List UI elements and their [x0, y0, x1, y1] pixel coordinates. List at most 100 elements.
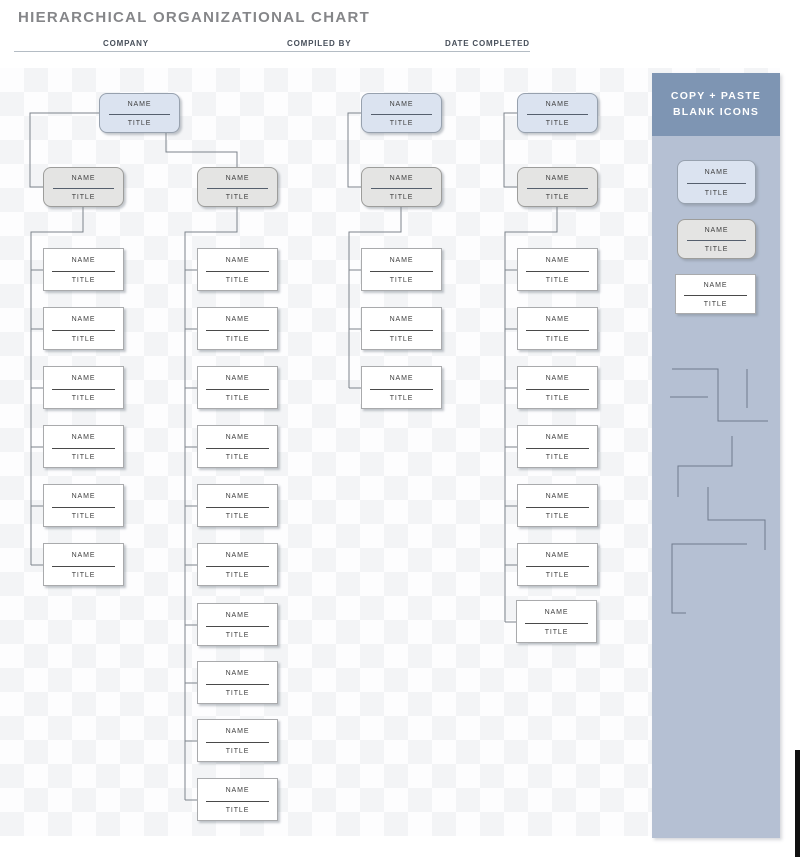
node-divider — [687, 183, 746, 185]
node-title-label: TITLE — [71, 395, 96, 403]
org-node-white[interactable]: NAME TITLE — [197, 366, 278, 409]
node-title-label: TITLE — [389, 120, 414, 127]
node-divider — [526, 447, 589, 449]
node-name-label: NAME — [545, 256, 570, 264]
node-title-label: TITLE — [703, 301, 728, 308]
company-field-label: COMPANY — [103, 39, 149, 48]
node-divider — [206, 388, 269, 390]
node-name-label: NAME — [127, 101, 152, 108]
node-name-label: NAME — [225, 551, 250, 559]
node-title-label: TITLE — [225, 395, 250, 403]
node-title-label: TITLE — [127, 120, 152, 127]
node-name-label: NAME — [545, 101, 570, 108]
node-title-label: TITLE — [71, 513, 96, 521]
node-divider — [206, 506, 269, 508]
node-name-label: NAME — [389, 315, 414, 323]
node-divider — [370, 329, 433, 331]
node-divider — [526, 270, 589, 272]
node-title-label: TITLE — [225, 748, 250, 756]
sidebar-header-line1: COPY + PASTE — [670, 90, 762, 103]
node-name-label: NAME — [71, 256, 96, 264]
node-title-label: TITLE — [225, 194, 250, 201]
node-title-label: TITLE — [389, 194, 414, 201]
node-name-label: NAME — [225, 175, 250, 182]
node-divider — [207, 188, 268, 190]
node-title-label: TITLE — [71, 194, 96, 201]
date-completed-field-label: DATE COMPLETED — [445, 39, 530, 48]
org-node-gray[interactable]: NAME TITLE — [361, 167, 442, 207]
node-name-label: NAME — [71, 492, 96, 500]
node-divider — [53, 188, 114, 190]
node-divider — [684, 295, 747, 297]
node-divider — [526, 388, 589, 390]
node-name-label: NAME — [225, 315, 250, 323]
node-name-label: NAME — [704, 169, 729, 177]
node-divider — [371, 114, 432, 116]
node-title-label: TITLE — [225, 277, 250, 285]
org-node-white[interactable]: NAME TITLE — [197, 484, 278, 527]
node-title-label: TITLE — [545, 513, 570, 521]
node-name-label: NAME — [545, 551, 570, 559]
window-edge-line — [795, 750, 800, 857]
node-title-label: TITLE — [225, 454, 250, 462]
node-divider — [206, 741, 269, 743]
node-divider — [52, 388, 115, 390]
node-title-label: TITLE — [544, 629, 569, 637]
node-divider — [370, 388, 433, 390]
org-node-gray[interactable]: NAME TITLE — [197, 167, 278, 207]
node-title-label: TITLE — [71, 572, 96, 580]
node-name-label: NAME — [225, 256, 250, 264]
node-name-label: NAME — [71, 374, 96, 382]
node-divider — [526, 506, 589, 508]
org-node-white[interactable]: NAME TITLE — [197, 248, 278, 291]
org-node-white[interactable]: NAME TITLE — [43, 543, 124, 586]
org-node-white[interactable]: NAME TITLE — [43, 484, 124, 527]
org-node-white[interactable]: NAME TITLE — [197, 307, 278, 350]
page-title: HIERARCHICAL ORGANIZATIONAL CHART — [18, 9, 371, 26]
node-divider — [109, 114, 170, 116]
node-divider — [206, 800, 269, 802]
node-name-label: NAME — [225, 374, 250, 382]
node-name-label: NAME — [704, 227, 729, 234]
node-name-label: NAME — [225, 492, 250, 500]
org-node-white[interactable]: NAME TITLE — [43, 366, 124, 409]
compiled-by-field-label: COMPILED BY — [287, 39, 352, 48]
node-title-label: TITLE — [225, 690, 250, 698]
node-title-label: TITLE — [225, 807, 250, 815]
node-name-label: NAME — [71, 551, 96, 559]
node-name-label: NAME — [545, 315, 570, 323]
org-node-blue[interactable]: NAME TITLE — [99, 93, 180, 133]
node-title-label: TITLE — [225, 336, 250, 344]
node-name-label: NAME — [545, 374, 570, 382]
node-title-label: TITLE — [225, 513, 250, 521]
node-name-label: NAME — [389, 175, 414, 182]
header-underline — [14, 51, 530, 52]
node-divider — [371, 188, 432, 190]
